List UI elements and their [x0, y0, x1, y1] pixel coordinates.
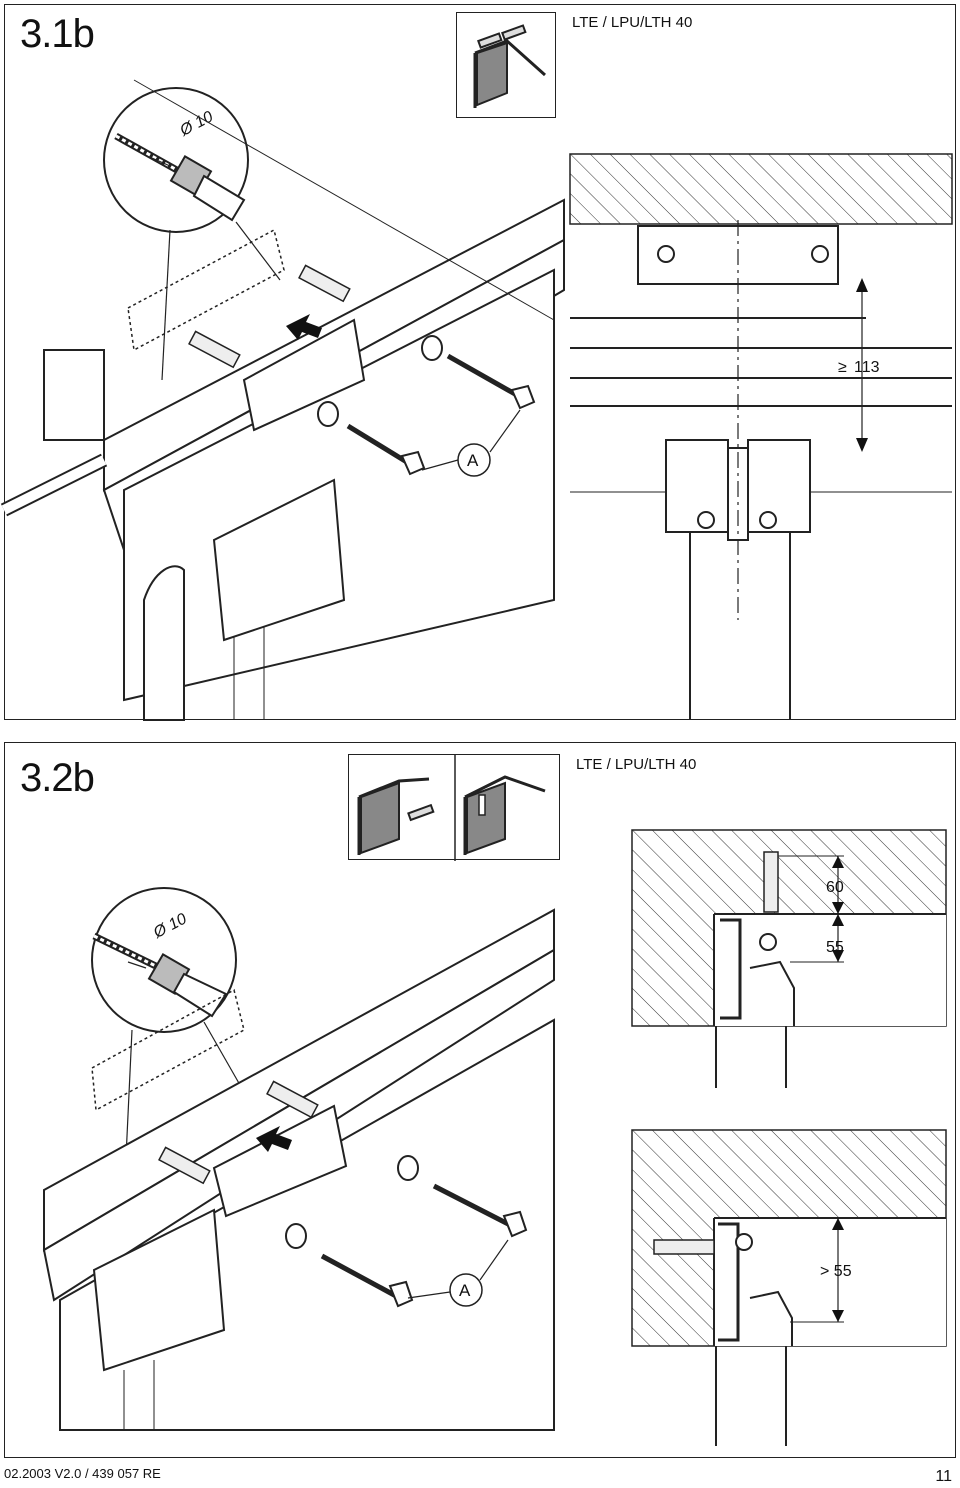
svg-text:≥: ≥ [838, 359, 847, 376]
dimension-min-55: > 55 [820, 1263, 852, 1280]
model-label: LTE / LPU/LTH 40 [572, 14, 693, 31]
drill-bit-icon [114, 132, 246, 222]
icon-box-ceiling-mount [456, 12, 556, 118]
drill-bit-icon [92, 932, 228, 1018]
document-reference: 02.2003 V2.0 / 439 057 RE [4, 1466, 161, 1481]
dimension-55: 55 [826, 939, 844, 956]
ceiling-bracket-icon [473, 24, 547, 108]
direction-arrow-icon [286, 314, 322, 340]
part-label-a: A [459, 1281, 471, 1300]
model-label: LTE / LPU/LTH 40 [576, 756, 697, 773]
direction-arrow-icon [256, 1126, 292, 1152]
assembly-drawing-bottom: Ø 10 A [42, 887, 555, 1431]
part-label-a: A [467, 451, 479, 470]
assembly-drawing-top: Ø 10 A [0, 79, 565, 721]
section-view-top: ≥ 113 [569, 153, 953, 720]
step-title: 3.1b [20, 12, 95, 56]
dimension-113: 113 [854, 359, 880, 376]
wall-bracket-icon [357, 755, 546, 861]
icon-box-wall-mount [348, 754, 560, 861]
section-view-bottom-upper: 60 55 [631, 829, 947, 1088]
section-view-bottom-lower: > 55 [631, 1129, 947, 1446]
page-number: 11 [935, 1468, 952, 1485]
step-title: 3.2b [20, 756, 95, 800]
dimension-60: 60 [826, 879, 844, 896]
